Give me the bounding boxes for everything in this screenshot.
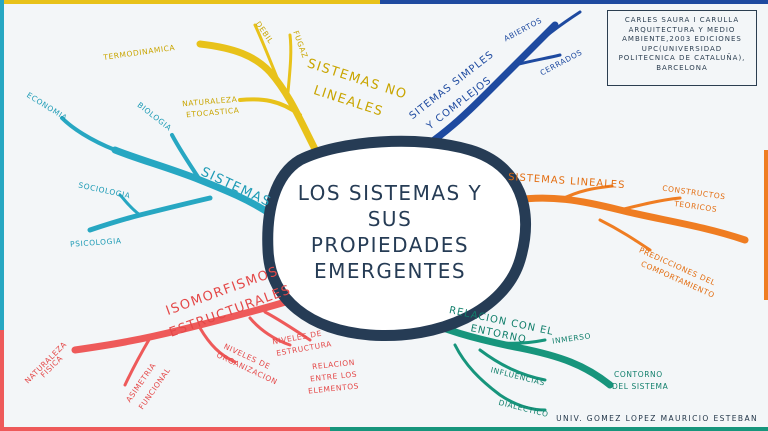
frame-left-teal [0, 0, 4, 330]
central-topic-line2: SUS PROPIEDADES [310, 207, 470, 257]
frame-right-orange [764, 150, 768, 300]
center-blob [262, 135, 532, 342]
frame-bottom-red [0, 427, 330, 431]
central-topic-line3: EMERGENTES [313, 259, 467, 283]
central-topic: LOS SISTEMAS Y SUS PROPIEDADES EMERGENTE… [285, 180, 495, 284]
node-del-sistema: DEL SISTEMA [612, 382, 669, 391]
branch-sistemas [60, 116, 276, 233]
central-topic-line1: LOS SISTEMAS Y [297, 181, 483, 205]
branch-no-lineales [196, 23, 322, 159]
citation-box: CARLES SAURA I CARULLA ARQUITECTURA Y ME… [607, 10, 757, 86]
frame-bottom-green [330, 427, 768, 431]
frame-top-yellow [0, 0, 380, 4]
branch-simples [416, 10, 582, 154]
branch-isomorfismos [71, 296, 312, 387]
author-credit: UNIV. GOMEZ LOPEZ MAURICIO ESTEBAN [556, 414, 758, 423]
frame-top-blue [380, 0, 768, 4]
node-contorno: CONTORNO [614, 370, 663, 379]
branch-lineales [511, 184, 749, 252]
frame-left-red [0, 330, 4, 431]
